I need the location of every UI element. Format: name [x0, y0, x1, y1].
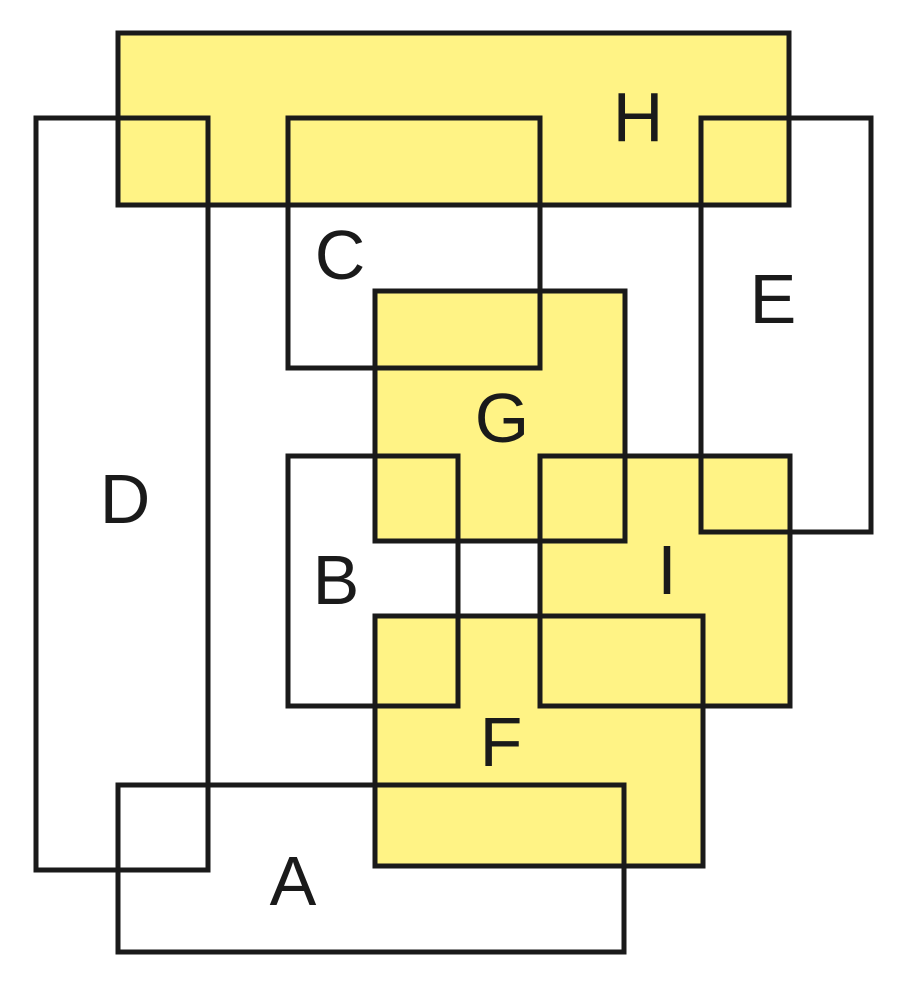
rect-f-outline: [372, 613, 706, 869]
label-h: H: [613, 78, 664, 156]
label-c: C: [315, 216, 366, 294]
rectangle-labels: H D C E G B I F A: [100, 78, 797, 920]
rect-a-outline: [115, 782, 627, 955]
label-i: I: [657, 531, 676, 609]
label-g: G: [475, 379, 529, 457]
rect-e-outline: [698, 115, 874, 535]
rect-i-outline: [537, 453, 793, 709]
label-b: B: [313, 541, 360, 619]
label-a: A: [270, 842, 317, 920]
highlight-fills: [118, 33, 790, 866]
rect-g-outline: [372, 288, 628, 544]
label-e: E: [750, 260, 797, 338]
label-f: F: [480, 703, 523, 781]
label-d: D: [100, 460, 151, 538]
rectangle-outlines: [33, 30, 874, 955]
rect-d-outline: [33, 115, 211, 873]
rect-c-outline: [285, 115, 543, 371]
